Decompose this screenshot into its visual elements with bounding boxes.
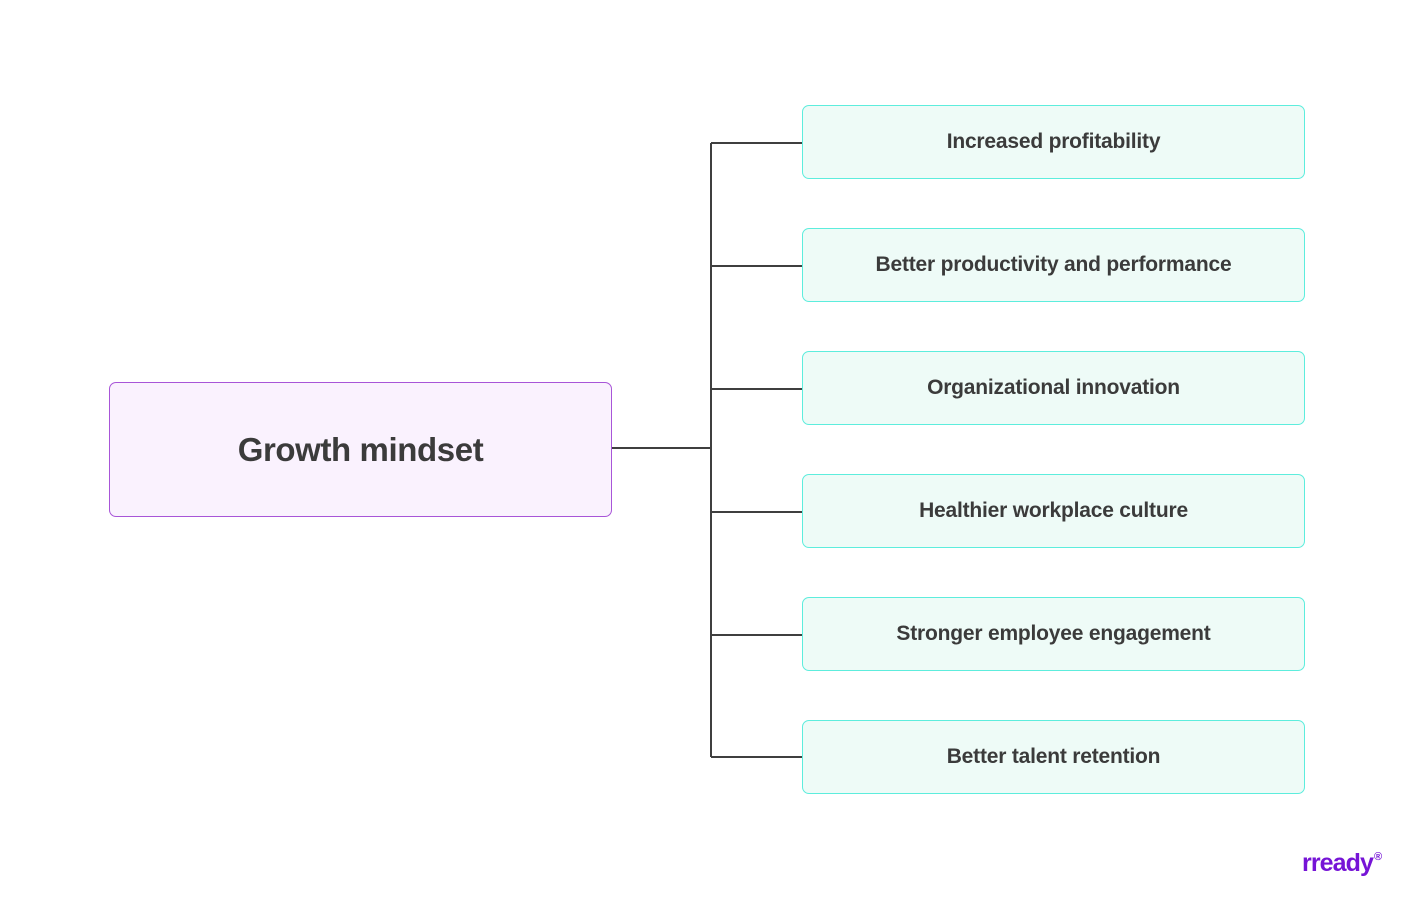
branch-node-healthier-workplace-culture[interactable]: Healthier workplace culture	[802, 474, 1305, 548]
branch-node-better-talent-retention[interactable]: Better talent retention	[802, 720, 1305, 794]
brand-logo: rready ®	[1302, 851, 1382, 876]
brand-logo-registered-mark: ®	[1374, 851, 1383, 863]
branch-node-label: Stronger employee engagement	[896, 622, 1211, 646]
root-node-label: Growth mindset	[237, 430, 484, 468]
branch-node-increased-profitability[interactable]: Increased profitability	[802, 105, 1305, 179]
branch-node-label: Increased profitability	[946, 130, 1161, 154]
branch-node-label: Healthier workplace culture	[919, 499, 1188, 523]
branch-node-better-productivity-and-performance[interactable]: Better productivity and performance	[802, 228, 1305, 302]
branch-node-organizational-innovation[interactable]: Organizational innovation	[802, 351, 1305, 425]
branch-node-stronger-employee-engagement[interactable]: Stronger employee engagement	[802, 597, 1305, 671]
branch-node-label: Better talent retention	[946, 745, 1161, 769]
brand-logo-wordmark: rready	[1302, 849, 1374, 877]
branch-node-label: Organizational innovation	[927, 376, 1180, 400]
branch-node-label: Better productivity and performance	[875, 253, 1232, 277]
root-node[interactable]: Growth mindset	[109, 382, 612, 517]
